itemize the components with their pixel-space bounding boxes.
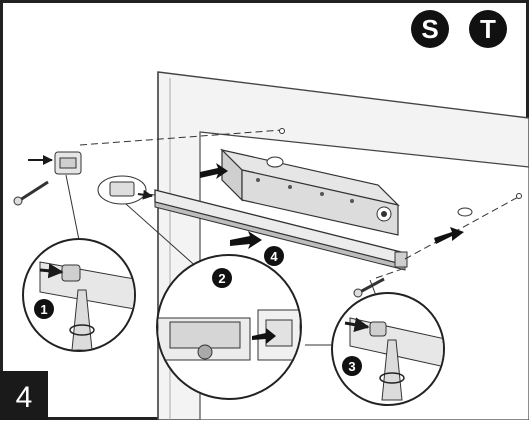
- callout-2: 2: [212, 268, 232, 288]
- left-screw-icon: [13, 180, 49, 206]
- callout-1: 1: [34, 299, 54, 319]
- door-closer-body: [220, 148, 400, 236]
- detail-circle-3: [331, 292, 445, 406]
- left-clip-assembly: [13, 151, 82, 206]
- motion-arrows: [200, 163, 464, 249]
- badge-s: S: [411, 10, 449, 48]
- top-screw-holes: [279, 128, 522, 217]
- detail-circle-1: [22, 238, 136, 352]
- svg-text:1: 1: [40, 302, 47, 317]
- svg-text:4: 4: [270, 249, 278, 264]
- callout-3: 3: [342, 356, 362, 376]
- svg-text:T: T: [480, 14, 496, 44]
- mounting-rail: [154, 189, 408, 271]
- badge-t: T: [469, 10, 507, 48]
- step-number: 4: [16, 381, 33, 414]
- detail-circle-2: [156, 254, 302, 400]
- end-cap-piece: [97, 175, 153, 205]
- step-number-box: 4: [0, 371, 48, 420]
- callout-4: 4: [264, 246, 284, 266]
- svg-text:3: 3: [348, 359, 355, 374]
- svg-text:2: 2: [218, 271, 225, 286]
- svg-text:S: S: [421, 14, 438, 44]
